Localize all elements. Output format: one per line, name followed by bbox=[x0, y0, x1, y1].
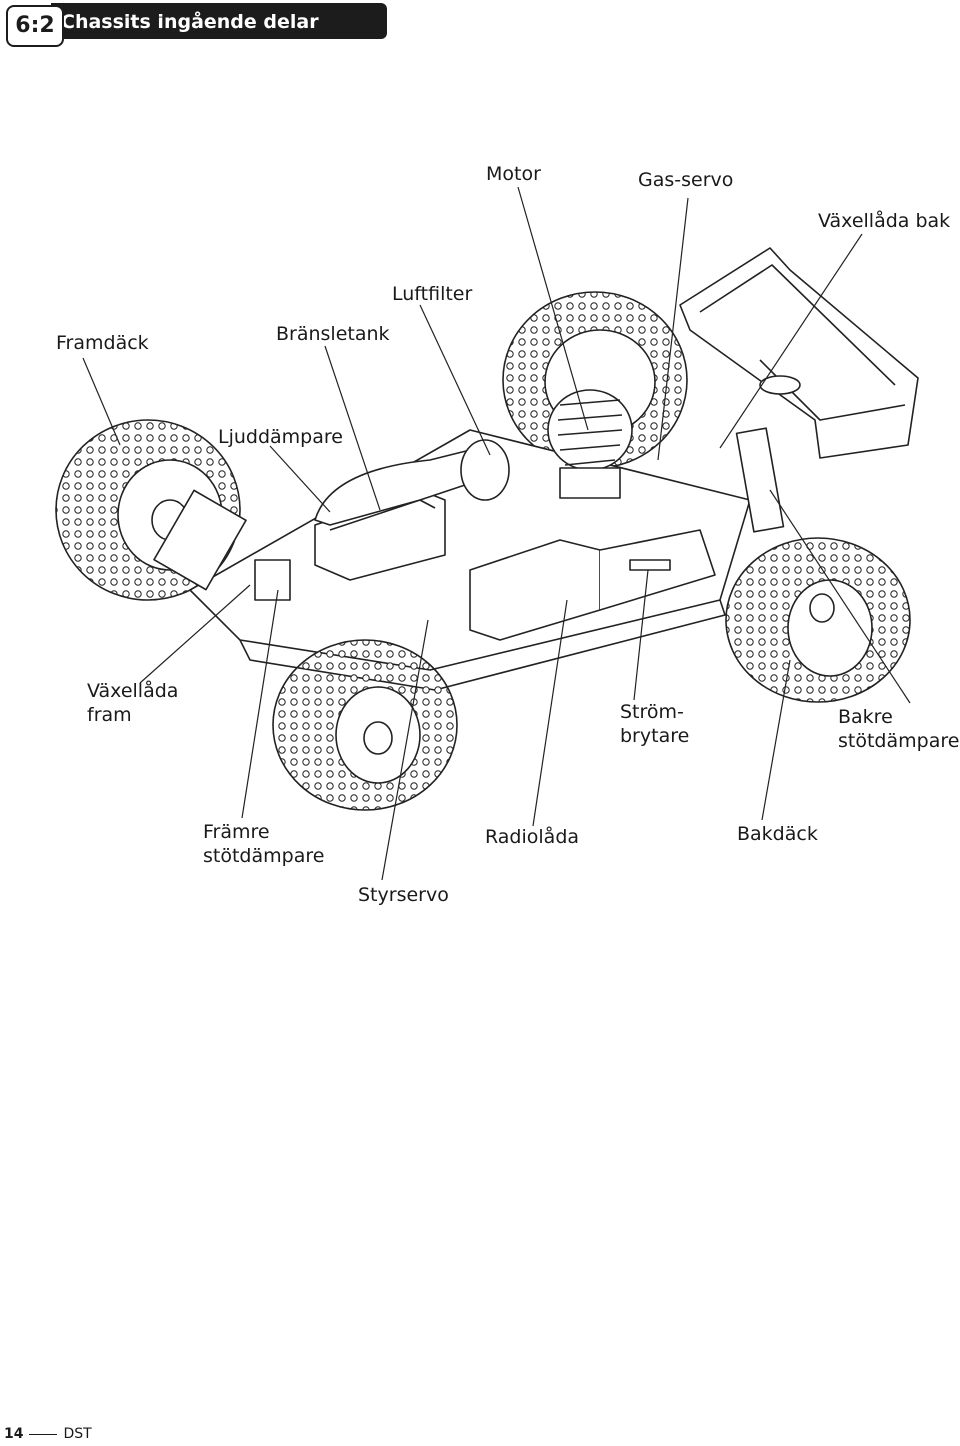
page-footer: 14 DST bbox=[4, 1426, 92, 1442]
header-bar bbox=[51, 3, 387, 39]
front-right-tire bbox=[272, 639, 458, 811]
label-front-gearbox-line1: Växellåda bbox=[87, 680, 179, 702]
label-switch: Ström- brytare bbox=[620, 700, 689, 748]
label-rear-shock-line2: stötdämpare bbox=[838, 730, 960, 752]
label-front-gearbox-line2: fram bbox=[87, 704, 132, 726]
label-motor: Motor bbox=[486, 163, 541, 185]
label-steering-servo: Styrservo bbox=[358, 884, 449, 906]
engine bbox=[547, 389, 633, 499]
label-switch-line2: brytare bbox=[620, 725, 690, 747]
label-switch-line1: Ström- bbox=[620, 701, 684, 723]
leader-lines bbox=[82, 186, 911, 881]
label-front-shock: Främre stötdämpare bbox=[203, 820, 324, 868]
label-front-gearbox: Växellåda fram bbox=[87, 679, 178, 727]
label-rear-tire: Bakdäck bbox=[737, 823, 818, 845]
page-number: 14 bbox=[4, 1426, 24, 1442]
label-gas-servo: Gas-servo bbox=[638, 169, 734, 191]
front-shock bbox=[153, 489, 291, 601]
label-fuel-tank: Bränsletank bbox=[276, 323, 390, 345]
footer-rule bbox=[29, 1433, 58, 1435]
page-header: Chassits ingående delar 6:2 bbox=[3, 2, 387, 47]
section-number-badge: 6:2 bbox=[6, 5, 64, 47]
rear-shock bbox=[735, 427, 785, 533]
label-rear-shock-line1: Bakre bbox=[838, 706, 893, 728]
label-muffler: Ljuddämpare bbox=[218, 426, 343, 448]
rear-wing bbox=[679, 247, 919, 459]
label-radio-box: Radiolåda bbox=[485, 826, 580, 848]
label-front-shock-line1: Främre bbox=[203, 821, 270, 843]
label-rear-gearbox: Växellåda bak bbox=[818, 210, 951, 232]
page-title: Chassits ingående delar bbox=[61, 11, 319, 33]
label-rear-shock: Bakre stötdämpare bbox=[838, 705, 959, 753]
air-filter bbox=[460, 439, 510, 501]
label-front-shock-line2: stötdämpare bbox=[203, 845, 325, 867]
rear-right-tire bbox=[725, 537, 911, 703]
label-front-tire: Framdäck bbox=[56, 332, 149, 354]
footer-brand: DST bbox=[63, 1426, 92, 1442]
label-air-filter: Luftfilter bbox=[392, 283, 473, 305]
radio-box bbox=[469, 529, 716, 641]
